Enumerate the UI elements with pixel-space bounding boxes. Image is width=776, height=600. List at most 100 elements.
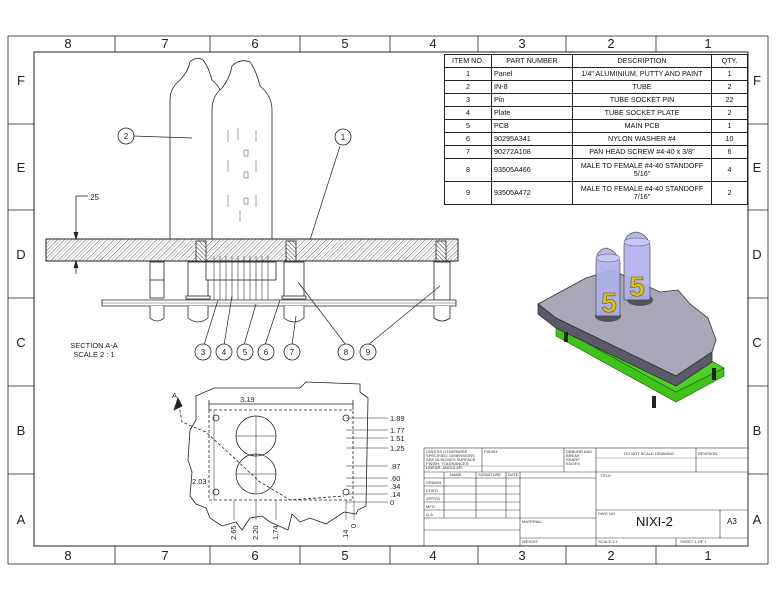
plan-view xyxy=(173,381,388,531)
bom-desc: 1/4" ALUMINIUM, PUTTY AND PAINT xyxy=(572,67,712,81)
zone-bottom-7: 7 xyxy=(161,548,168,563)
dim-bottom-1: 2.20 xyxy=(251,525,260,540)
iso-panel-side xyxy=(537,303,713,387)
bom-desc: TUBE SOCKET PIN xyxy=(572,93,712,107)
bom-desc: TUBE SOCKET PLATE xyxy=(572,106,712,120)
zone-bottom-6: 6 xyxy=(251,548,258,563)
zone-bottom-5: 5 xyxy=(341,548,348,563)
bom-qty: 10 xyxy=(711,132,748,146)
zone-top-5: 5 xyxy=(341,36,348,51)
bom-item: 5 xyxy=(444,119,492,133)
tb-chkd: CHK'D xyxy=(426,488,439,493)
tb-title: TITLE: xyxy=(600,473,613,478)
bom-qty: 4 xyxy=(711,158,748,182)
bom-desc: TUBE xyxy=(572,80,712,94)
balloon-4-label: 4 xyxy=(222,348,227,357)
tb-weight: WEIGHT: xyxy=(522,539,539,544)
balloon-7-label: 7 xyxy=(290,348,295,357)
zone-bottom-2: 2 xyxy=(607,548,614,563)
isometric-view xyxy=(537,231,725,408)
balloon-5 xyxy=(236,343,254,361)
plan-cut-label: A xyxy=(172,391,177,400)
dim-right-4: .87 xyxy=(390,462,400,471)
bom-header-desc: DESCRIPTION xyxy=(572,54,712,68)
balloon-1-label: 1 xyxy=(341,133,346,142)
bom-header-part: PART NUMBER xyxy=(491,54,573,68)
standoff-mid1 xyxy=(187,261,209,299)
zone-top-1: 1 xyxy=(704,36,711,51)
bom-item: 6 xyxy=(444,132,492,146)
tb-material: MATERIAL: xyxy=(522,519,543,524)
zone-bottom-4: 4 xyxy=(429,548,436,563)
balloon-leaders xyxy=(132,135,441,346)
zone-top-8: 8 xyxy=(64,36,71,51)
dim-right-8: 0 xyxy=(390,498,394,507)
balloon-8 xyxy=(337,343,355,361)
bom-desc: PAN HEAD SCREW #4-40 x 3/8" xyxy=(572,145,712,159)
dim-right-7: .14 xyxy=(390,490,400,499)
zone-left-F: F xyxy=(17,73,25,88)
bom-header-qty: QTY. xyxy=(711,54,748,68)
panel-outline-plan xyxy=(187,381,369,531)
zone-bottom-1: 1 xyxy=(704,548,711,563)
tb-appvd: APPV'D xyxy=(426,496,441,501)
tb-sheet: SHEET 1 OF 1 xyxy=(680,539,707,544)
section-title: SECTION A-A xyxy=(70,341,118,350)
balloon-4 xyxy=(215,343,233,361)
tb-scale: SCALE:1:1 xyxy=(598,539,618,544)
panel-section xyxy=(45,238,459,262)
dim-right-1: 1.77 xyxy=(390,426,405,435)
dim-bottom-2: 1.74 xyxy=(271,525,280,540)
tube-front xyxy=(211,60,273,245)
bom-part: 90272A108 xyxy=(491,145,573,159)
bom-qty: 2 xyxy=(711,80,748,94)
bom-qty: 2 xyxy=(711,181,748,205)
balloon-6 xyxy=(257,343,275,361)
balloon-2 xyxy=(117,127,135,145)
zone-bottom-3: 3 xyxy=(518,548,525,563)
bom-item: 1 xyxy=(444,67,492,81)
bom-header-item: ITEM NO. xyxy=(444,54,492,68)
bom-part: Pin xyxy=(491,93,573,107)
dim-width: 3.19 xyxy=(240,395,255,404)
bom-item: 3 xyxy=(444,93,492,107)
bom-item: 8 xyxy=(444,158,492,182)
bom-qty: 1 xyxy=(711,119,748,133)
sheet-border: 8 7 6 5 4 3 2 1 8 7 6 5 4 3 2 1 F E D C … xyxy=(7,35,769,565)
pcb-outline-plan xyxy=(208,409,354,501)
dim-right-0: 1.89 xyxy=(390,414,405,423)
zone-left-B: B xyxy=(17,423,26,438)
dim-height: 2.03 xyxy=(192,477,207,486)
tb-tolerance-note: UNLESS OTHERWISE SPECIFIED: DIMENSIONS A… xyxy=(426,449,476,470)
balloon-2-label: 2 xyxy=(124,132,129,141)
tb-dwg-no: NIXI-2 xyxy=(636,514,673,529)
tb-col-signature: SIGNATURE xyxy=(478,472,502,477)
zone-right-C: C xyxy=(752,335,761,350)
bom-item: 9 xyxy=(444,181,492,205)
zone-right-A: A xyxy=(753,512,762,527)
tb-finish: FINISH: xyxy=(484,449,499,454)
zone-left-A: A xyxy=(17,512,26,527)
title-block xyxy=(423,447,749,547)
zone-top-4: 4 xyxy=(429,36,436,51)
tb-qa: Q.A xyxy=(426,512,433,517)
bom-part: 90295A341 xyxy=(491,132,573,146)
bom-part: 93505A472 xyxy=(491,181,573,205)
dim-bottom-0: 2.65 xyxy=(229,525,238,540)
bom-item: 2 xyxy=(444,80,492,94)
bom-item: 4 xyxy=(444,106,492,120)
section-scale: SCALE 2 : 1 xyxy=(73,350,114,359)
zone-top-2: 2 xyxy=(607,36,614,51)
tb-deburr: DEBURR AND BREAK SHARP EDGES xyxy=(566,449,593,466)
zone-bottom-8: 8 xyxy=(64,548,71,563)
bom-desc: MALE TO FEMALE #4-40 STANDOFF 7/16" xyxy=(572,181,712,205)
socket-plate xyxy=(205,261,277,281)
